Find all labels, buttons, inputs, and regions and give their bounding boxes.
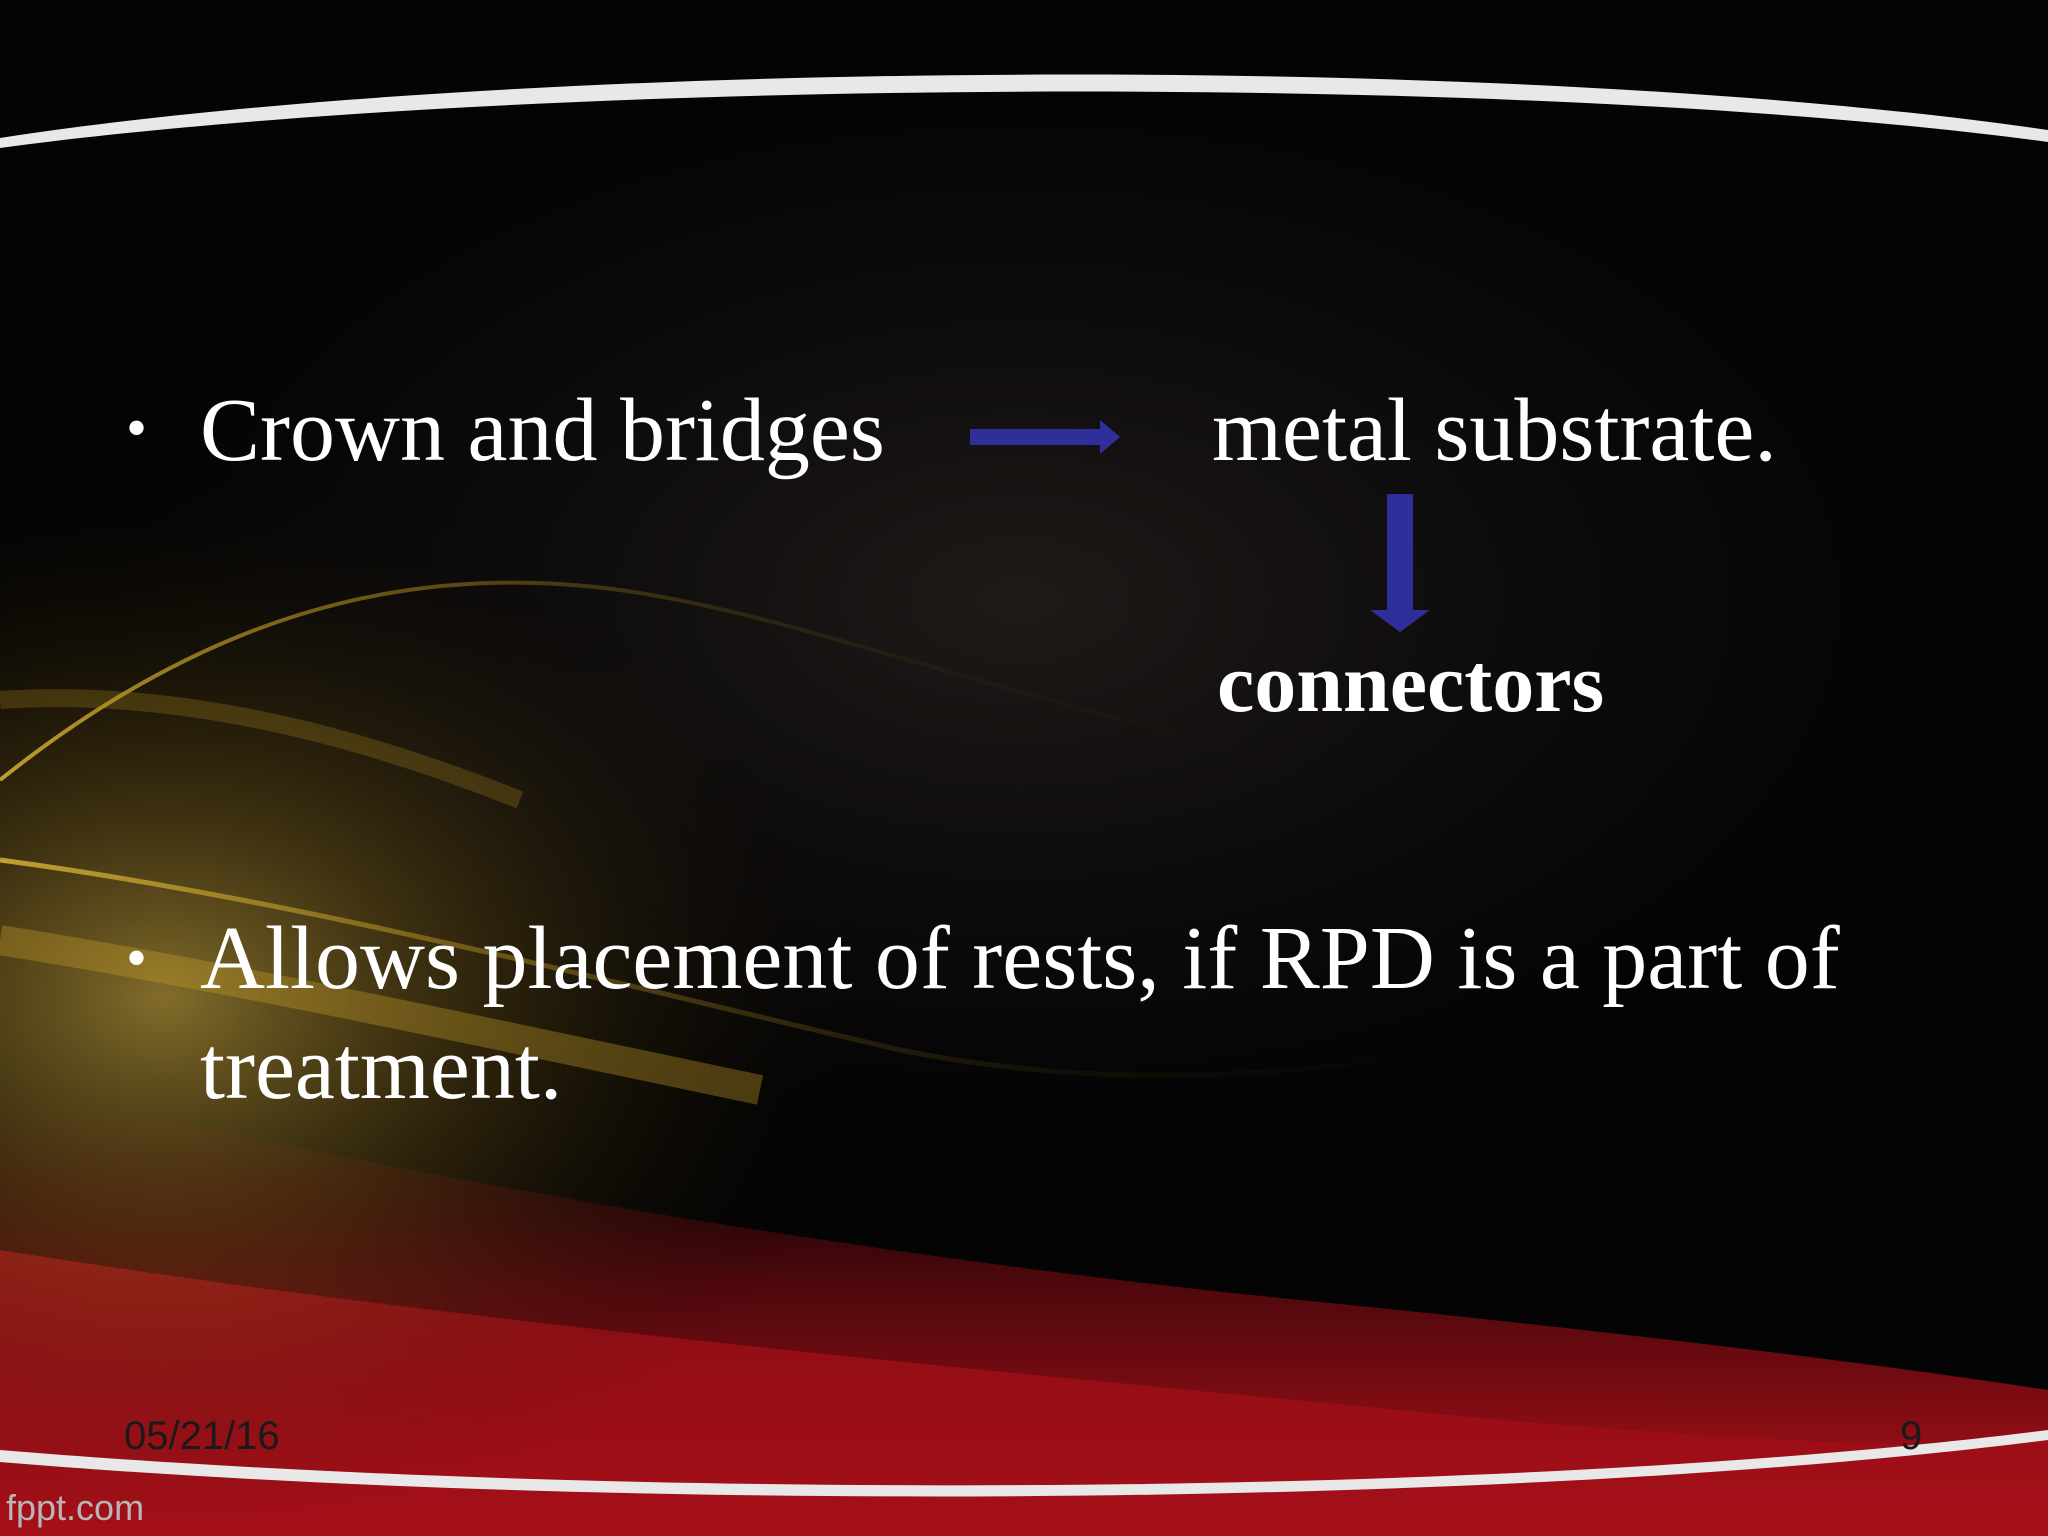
right-arrow-icon: [970, 420, 1120, 454]
footer-page-number: 9: [1900, 1414, 1923, 1458]
footer-date: 05/21/16: [124, 1414, 280, 1458]
top-arc: [0, 74, 2048, 148]
bullet-2-text-line-1: Allows placement of rests, if RPD is a p…: [200, 909, 1840, 1008]
metal-substrate-label: metal substrate.: [1212, 381, 1777, 480]
down-arrow-icon: [1370, 494, 1430, 632]
gold-swoosh-3: [0, 925, 764, 1105]
bullet-1-marker: •: [126, 395, 148, 461]
connectors-label: connectors: [1217, 637, 1605, 730]
gold-swoosh-2: [0, 857, 1501, 1078]
bullet-2-marker: •: [126, 925, 148, 991]
bullet-1-text: Crown and bridges: [200, 381, 885, 480]
bullet-2-text-line-2: treatment.: [200, 1019, 563, 1118]
gold-swoosh-4: [0, 689, 524, 809]
bottom-arc: [0, 1430, 2048, 1497]
gold-swoosh-1: [0, 580, 1301, 782]
brand-watermark: fppt.com: [6, 1487, 145, 1528]
